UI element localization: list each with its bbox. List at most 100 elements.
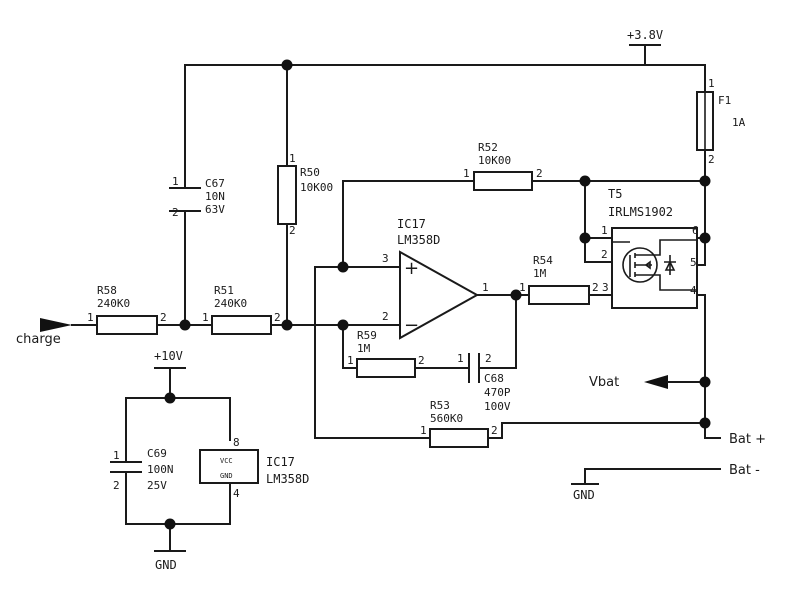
t5-pin3: 3 <box>602 281 609 294</box>
t5-pin4: 4 <box>690 284 697 297</box>
junction-dot <box>579 232 591 244</box>
fuse-pin2: 2 <box>708 153 715 166</box>
wires <box>71 44 721 552</box>
c67-pin2: 2 <box>172 206 179 219</box>
ic17b-gnd: GND <box>220 472 233 480</box>
resistor-r59: R59 1M 1 2 <box>347 329 425 378</box>
vbat-output: Vbat <box>589 375 701 390</box>
junction-dot <box>510 289 522 301</box>
ground-bottom: GND <box>154 550 186 572</box>
c68-pin2: 2 <box>485 352 492 365</box>
t5-pin2: 2 <box>601 248 608 261</box>
c68-ref: C68 <box>484 372 504 385</box>
charge-label: charge <box>16 332 61 347</box>
r53-value: 560K0 <box>430 412 463 425</box>
capacitor-c67: 1 2 C67 10N 63V <box>169 175 225 219</box>
junction-dot <box>579 175 591 187</box>
resistor-r50: 1 R50 10K00 2 <box>277 152 333 237</box>
r53-ref: R53 <box>430 399 450 412</box>
resistor-r58: R58 240K0 1 2 <box>87 284 167 335</box>
r51-pin1: 1 <box>202 311 209 324</box>
bat-minus-label: Bat - <box>729 463 760 478</box>
ic17b-ref: IC17 <box>266 455 295 469</box>
r54-value: 1M <box>533 267 547 280</box>
c67-value: 10N <box>205 190 225 203</box>
r54-ref: R54 <box>533 254 553 267</box>
ic17b-part: LM358D <box>266 472 309 486</box>
junction-dot <box>699 417 711 429</box>
r52-pin2: 2 <box>536 167 543 180</box>
r58-ref: R58 <box>97 284 117 297</box>
r52-ref: R52 <box>478 141 498 154</box>
junction-dot <box>699 175 711 187</box>
ic17a-part: LM358D <box>397 233 440 247</box>
junction-dot <box>281 319 293 331</box>
ic17a-pin1: 1 <box>482 281 489 294</box>
ic17a-pin3: 3 <box>382 252 389 265</box>
resistor-r53: R53 560K0 1 2 <box>420 399 498 448</box>
fuse-value: 1A <box>732 116 746 129</box>
r50-pin2: 2 <box>289 224 296 237</box>
r59-pin2: 2 <box>418 354 425 367</box>
c68-pin1: 1 <box>457 352 464 365</box>
supply-3v8: +3.8V <box>627 28 663 46</box>
charge-input: charge <box>16 318 72 347</box>
ic17-power-block: VCC GND 8 4 IC17 LM358D <box>199 436 309 500</box>
junction-dot <box>699 376 711 388</box>
vbat-label: Vbat <box>589 375 619 390</box>
resistor-r54: R54 1M 1 2 <box>519 254 599 305</box>
capacitor-c69: 1 2 C69 100N 25V <box>110 447 174 492</box>
resistor-r52: R52 10K00 1 2 <box>463 141 543 191</box>
r54-pin2: 2 <box>592 281 599 294</box>
r51-value: 240K0 <box>214 297 247 310</box>
ic17b-pin8: 8 <box>233 436 240 449</box>
c69-pin1: 1 <box>113 449 120 462</box>
bat-plus-label: Bat + <box>729 432 766 447</box>
r58-pin2: 2 <box>160 311 167 324</box>
r50-ref: R50 <box>300 166 320 179</box>
c69-pin2: 2 <box>113 479 120 492</box>
ic17a-ref: IC17 <box>397 217 426 231</box>
c69-voltage: 25V <box>147 479 167 492</box>
r59-pin1: 1 <box>347 354 354 367</box>
junctions <box>164 59 711 530</box>
opamp-plus: + <box>404 258 419 279</box>
ic17a-pin2: 2 <box>382 310 389 323</box>
r51-ref: R51 <box>214 284 234 297</box>
opamp-ic17: + − IC17 LM358D 3 2 1 <box>382 217 489 340</box>
battery-terminals: Bat + Bat - <box>729 432 766 478</box>
r53-pin2: 2 <box>491 424 498 437</box>
r54-pin1: 1 <box>519 281 526 294</box>
junction-dot <box>337 319 349 331</box>
c67-voltage: 63V <box>205 203 225 216</box>
junction-dot <box>337 261 349 273</box>
r52-value: 10K00 <box>478 154 511 167</box>
r58-pin1: 1 <box>87 311 94 324</box>
ic17b-pin4: 4 <box>233 487 240 500</box>
junction-dot <box>179 319 191 331</box>
ic17b-vcc: VCC <box>220 457 233 465</box>
c69-value: 100N <box>147 463 174 476</box>
junction-dot <box>164 518 176 530</box>
junction-dot <box>699 232 711 244</box>
resistor-r51: R51 240K0 1 2 <box>202 284 281 335</box>
c67-pin1: 1 <box>172 175 179 188</box>
c68-value: 470P <box>484 386 511 399</box>
t5-pin6: 6 <box>692 224 699 237</box>
fuse-f1: 1 F1 1A 2 <box>696 77 746 166</box>
supply-label: +3.8V <box>627 28 663 42</box>
fuse-ref: F1 <box>718 94 731 107</box>
gnd-right-label: GND <box>573 488 595 502</box>
junction-dot <box>281 59 293 71</box>
c69-ref: C69 <box>147 447 167 460</box>
r58-value: 240K0 <box>97 297 130 310</box>
mosfet-t5: T5 IRLMS1902 1 2 6 5 3 4 <box>601 187 699 309</box>
junction-dot <box>164 392 176 404</box>
r50-pin1: 1 <box>289 152 296 165</box>
t5-pin1: 1 <box>601 224 608 237</box>
t5-pin5: 5 <box>690 256 697 269</box>
gnd-bottom-label: GND <box>155 558 177 572</box>
supply-10v: +10V <box>154 349 186 369</box>
c68-voltage: 100V <box>484 400 511 413</box>
